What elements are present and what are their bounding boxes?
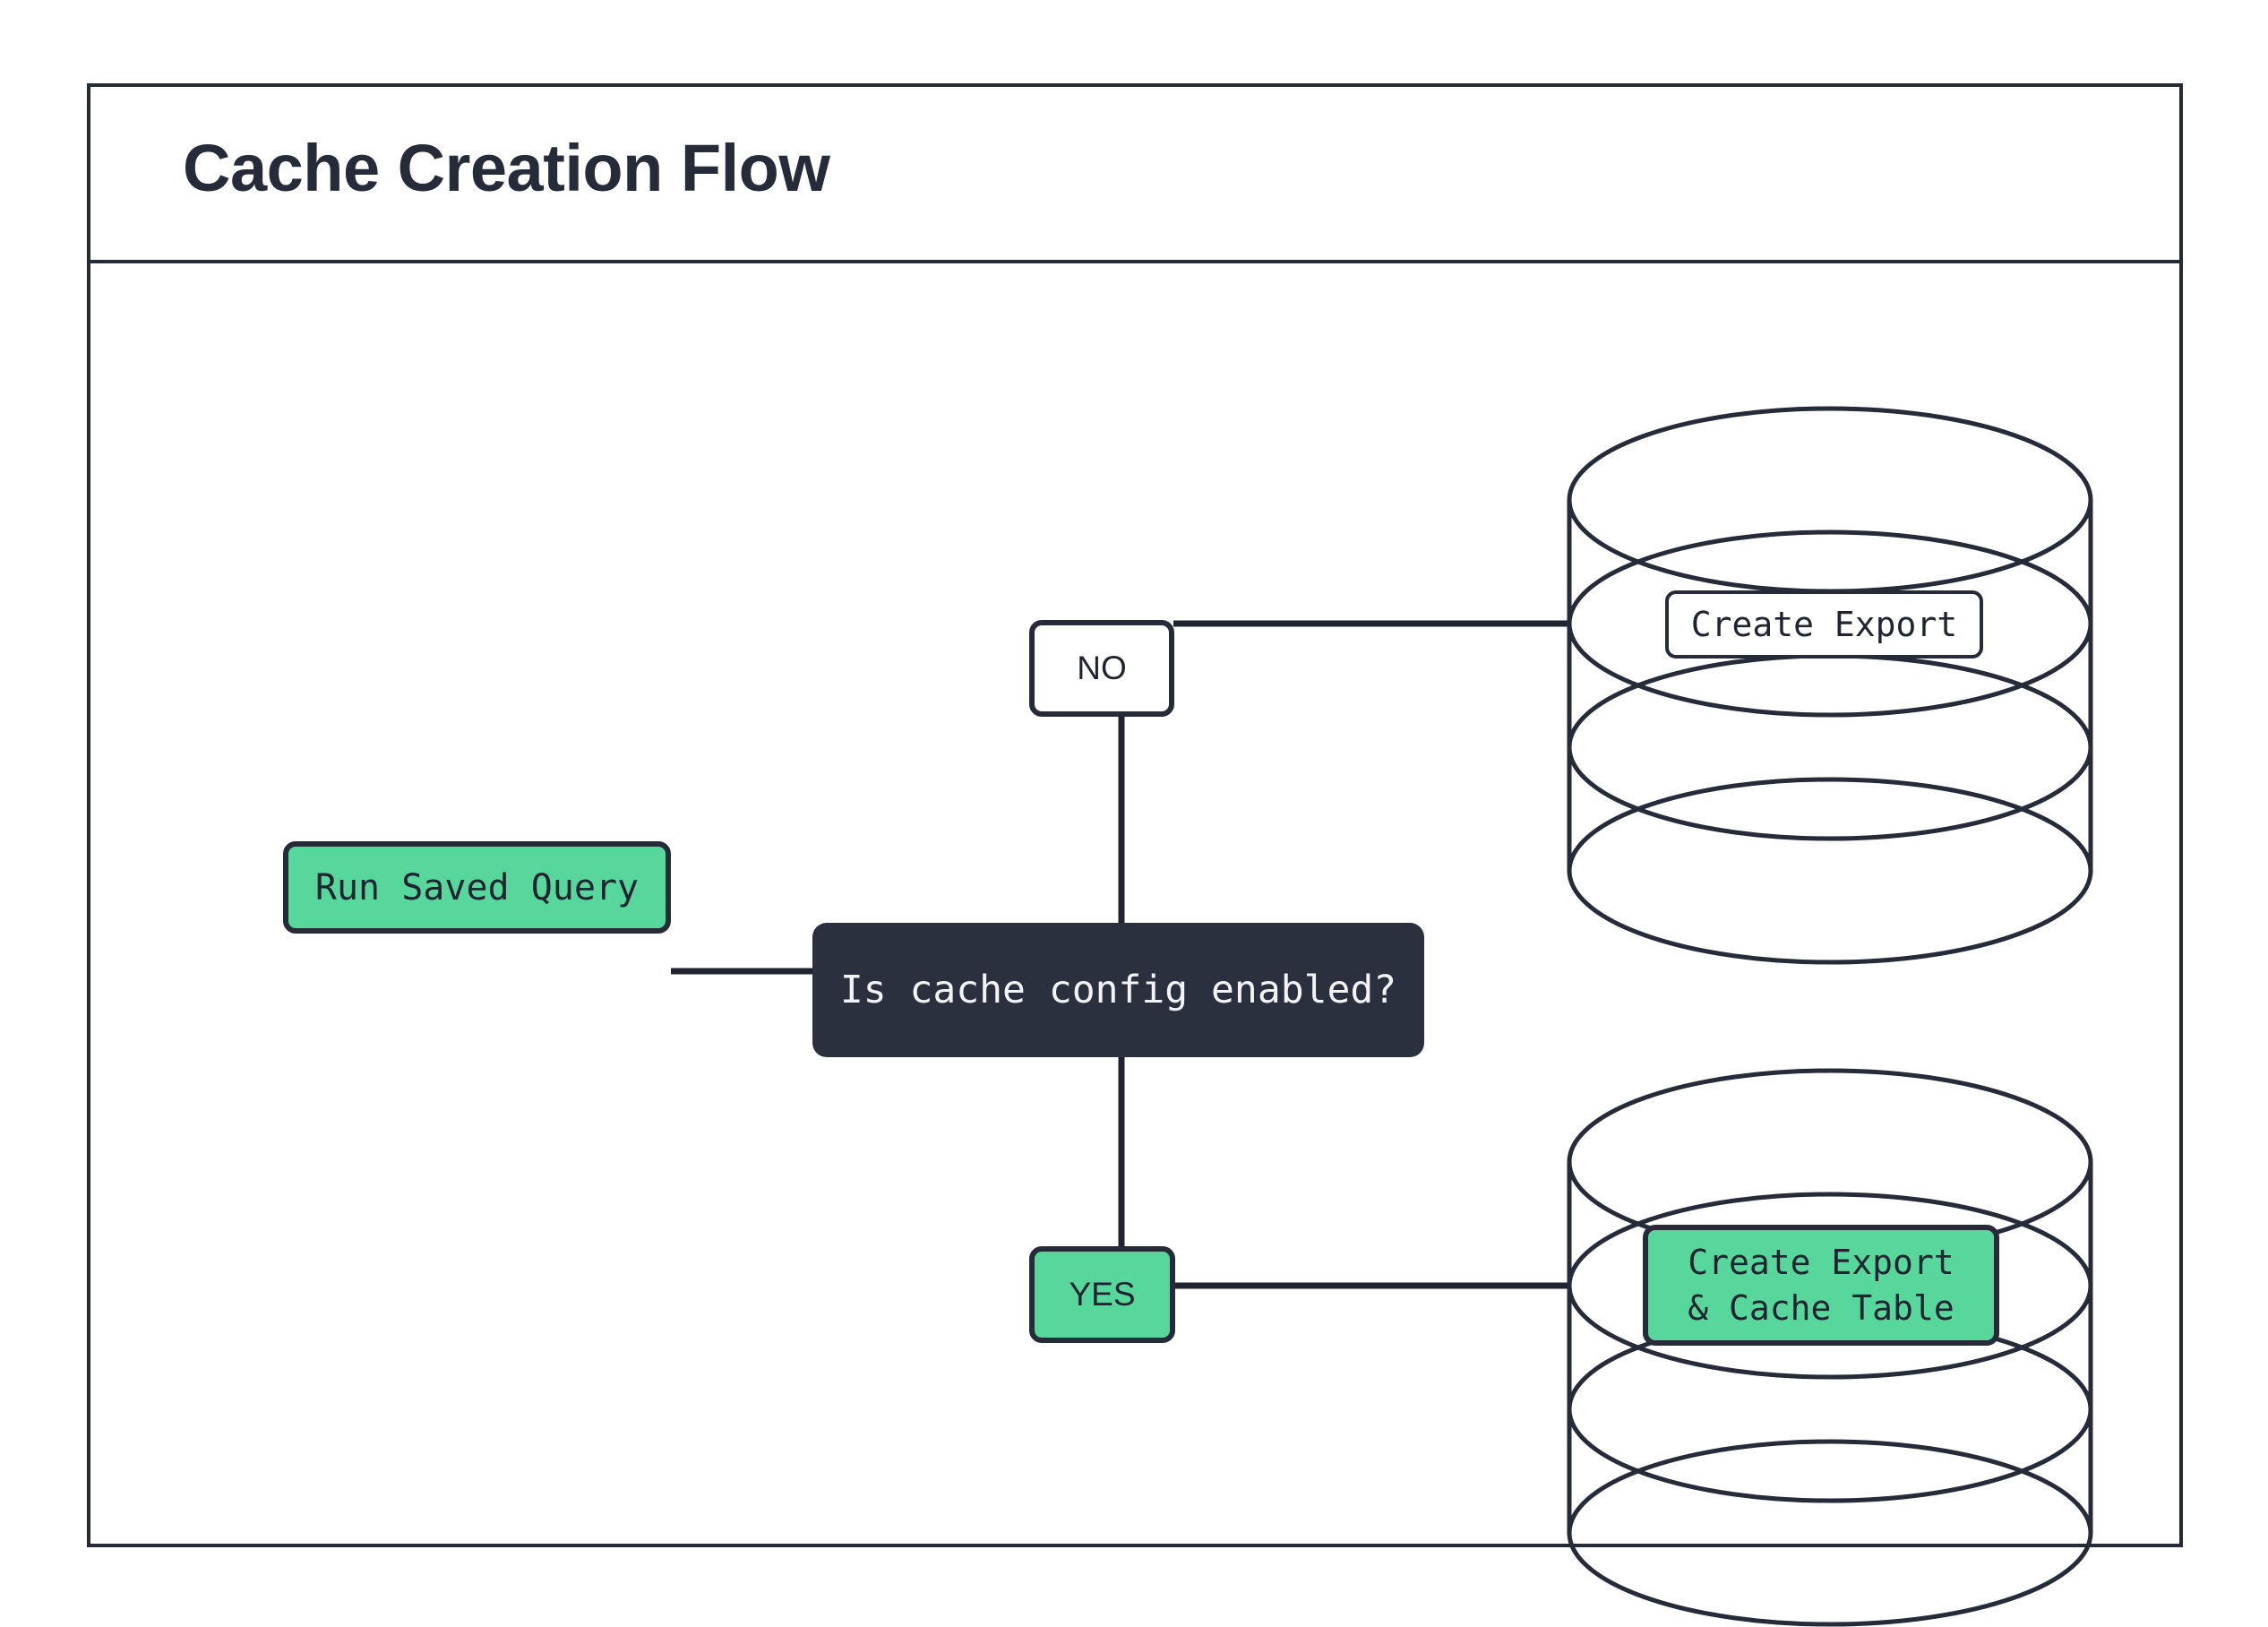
db-top-ellipse-3 (1567, 653, 2093, 841)
diagram-graphics-layer (671, 406, 2093, 1627)
db-bottom-ellipse-2 (1567, 1192, 2093, 1380)
node-branch-no[interactable]: NO (1029, 620, 1174, 717)
db-top-ellipse-1 (1567, 406, 2093, 594)
node-decision-cache-config[interactable]: Is cache config enabled? (812, 923, 1424, 1057)
node-run-saved-query[interactable]: Run Saved Query (283, 841, 671, 934)
diagram-frame: Cache Creation Flow (87, 83, 2183, 1627)
db-top-ellipse-4 (1567, 777, 2093, 965)
db-top-ellipse-2 (1567, 529, 2093, 718)
node-db-top-label: Create Export (1690, 605, 1958, 644)
db-top-cylinder-shape (1567, 406, 2093, 965)
node-db-top-create-export[interactable]: Create Export (1665, 590, 1983, 659)
db-bottom-ellipse-4 (1567, 1439, 2093, 1627)
node-branch-no-label: NO (1077, 650, 1127, 686)
diagram-title-bar: Cache Creation Flow (90, 87, 2179, 263)
node-run-saved-query-label: Run Saved Query (314, 866, 640, 908)
edge-group (671, 620, 1569, 1289)
page-title: Cache Creation Flow (183, 131, 830, 205)
diagram-body: Run Saved Query Is cache config enabled?… (90, 263, 2179, 1627)
node-branch-yes[interactable]: YES (1029, 1246, 1175, 1343)
db-bottom-cylinder-shape (1567, 1068, 2093, 1627)
node-db-bottom-label: Create Export & Cache Table (1688, 1243, 1954, 1328)
node-db-bottom-create-export-cache-table[interactable]: Create Export & Cache Table (1643, 1225, 1999, 1346)
node-decision-label: Is cache config enabled? (839, 968, 1397, 1012)
node-branch-yes-label: YES (1069, 1276, 1136, 1313)
